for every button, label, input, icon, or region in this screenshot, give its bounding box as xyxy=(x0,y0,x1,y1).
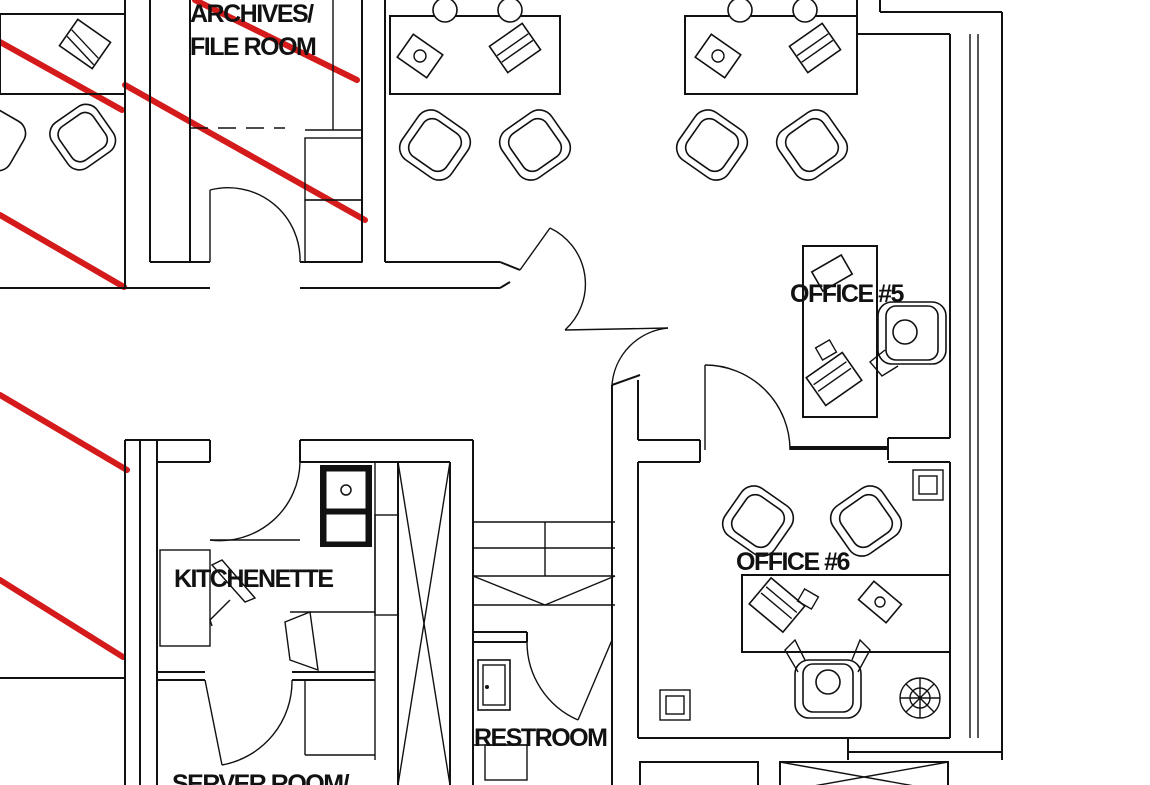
door-swing-icon xyxy=(209,187,301,263)
computer-icon xyxy=(805,351,863,407)
sink-icon xyxy=(320,465,372,547)
office-chair-icon xyxy=(432,0,523,23)
office-chair-icon xyxy=(675,109,749,181)
desk-icon xyxy=(802,245,878,418)
computer-icon xyxy=(748,576,806,634)
server-room-label: SERVER ROOM/ xyxy=(172,770,350,785)
telephone-icon xyxy=(857,580,903,624)
potted-plant-icon xyxy=(899,677,941,719)
office-chair-icon xyxy=(49,103,117,171)
office-top-right: OFFICE #5 xyxy=(675,0,1003,760)
kitchenette-label: KITCHENETTE xyxy=(174,565,333,593)
kitchenette-room: KITCHENETTE SERVER ROOM/ xyxy=(0,439,474,785)
desk-icon xyxy=(741,574,951,653)
door-swing-icon xyxy=(204,679,293,766)
stair-icon xyxy=(472,521,616,606)
door-swing-icon xyxy=(704,364,791,451)
office-chair-icon xyxy=(498,109,572,181)
restroom-label: RESTROOM xyxy=(474,724,607,752)
demolition-hatch xyxy=(0,0,368,660)
office-chair-icon xyxy=(398,109,472,181)
office-chair-icon xyxy=(727,0,818,23)
office6-label: OFFICE #6 xyxy=(736,548,850,576)
toilet-icon xyxy=(477,659,511,711)
computer-icon xyxy=(488,22,542,74)
office5-label: OFFICE #5 xyxy=(790,280,905,308)
telephone-icon xyxy=(810,253,854,293)
door-swing-icon xyxy=(526,639,613,721)
computer-icon xyxy=(58,18,112,70)
office-chair-icon xyxy=(0,107,27,172)
bottom-right-rooms xyxy=(639,738,1002,785)
armchair-icon xyxy=(829,485,903,557)
office-chair-icon xyxy=(784,638,871,719)
office-top-left xyxy=(0,0,126,289)
armchair-icon xyxy=(721,485,795,557)
telephone-icon xyxy=(694,33,742,79)
office-top-center xyxy=(385,0,572,289)
door-swing-icon xyxy=(209,461,301,542)
computer-icon xyxy=(788,22,842,74)
office6-room: OFFICE #6 xyxy=(611,364,951,785)
archives-room: ARCHIVES/ FILE ROOM xyxy=(125,0,500,289)
archives-label-line2: FILE ROOM xyxy=(190,33,316,61)
office-chair-icon xyxy=(775,109,849,181)
restroom-room: RESTROOM xyxy=(472,521,616,781)
telephone-icon xyxy=(396,33,444,79)
archives-label-line1: ARCHIVES/ xyxy=(190,0,314,28)
office-chair-icon xyxy=(868,301,947,377)
corridor-double-door xyxy=(519,227,669,386)
